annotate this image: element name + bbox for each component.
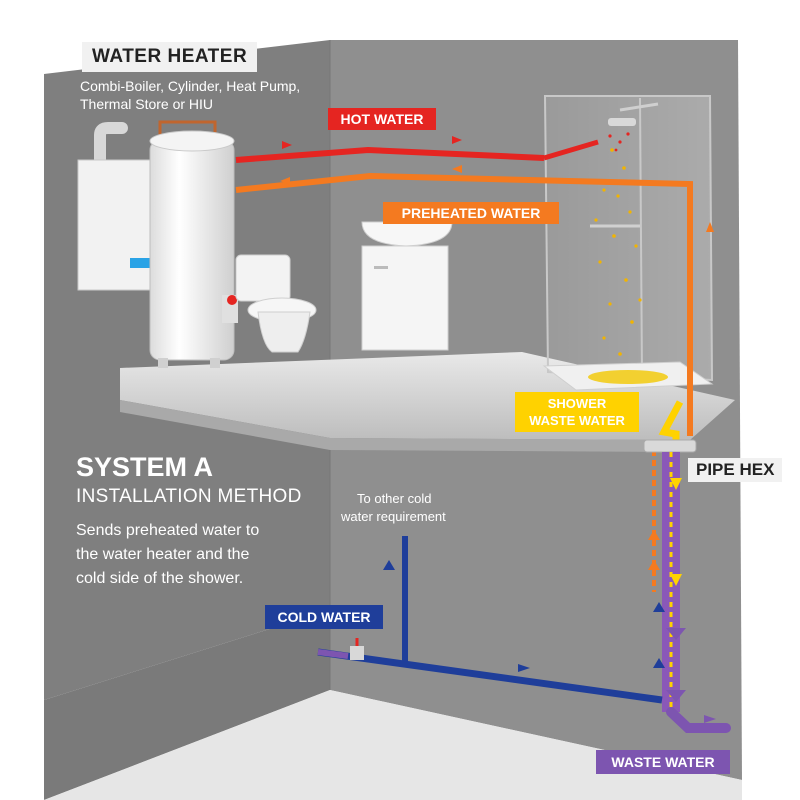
shower-waste-line1: SHOWER <box>547 396 607 411</box>
flow-arrows <box>280 136 716 723</box>
pipe-hex-label: PIPE HEX <box>688 458 783 482</box>
hot-water-rise <box>543 139 599 161</box>
other-cold-note-line2: water requirement <box>341 509 446 524</box>
cylinder-icon <box>149 120 238 368</box>
valve-icon <box>350 638 364 660</box>
other-cold-note-line1: To other cold <box>357 491 432 506</box>
waste-water-label: WASTE WATER <box>596 750 730 774</box>
shower-droplets <box>594 148 642 356</box>
left-wall-lower <box>44 610 330 800</box>
floor-base <box>44 690 742 800</box>
shower-waste-water-label: SHOWER WASTE WATER <box>515 392 639 432</box>
water-heater-subtitle-line2: Thermal Store or HIU <box>80 96 214 112</box>
heat-exchanger-icon <box>643 439 697 712</box>
basin-vanity-icon <box>361 206 453 351</box>
cold-inlet-purple <box>317 649 349 659</box>
preheated-water-pipe <box>235 172 693 436</box>
hot-water-pipe <box>235 146 545 163</box>
toilet-icon <box>235 254 317 353</box>
water-heater-subtitle-line1: Combi-Boiler, Cylinder, Heat Pump, <box>80 78 301 94</box>
shower-waste-line2: WASTE WATER <box>529 413 625 428</box>
waste-water-pipe <box>666 707 731 733</box>
cold-water-label: COLD WATER <box>265 605 383 629</box>
water-heater-title: WATER HEATER <box>82 42 258 72</box>
description-line3: cold side of the shower. <box>76 570 244 587</box>
description-line1: Sends preheated water to <box>76 522 260 539</box>
shower-enclosure-icon <box>542 95 714 391</box>
hot-water-label: HOT WATER <box>328 108 436 130</box>
preheated-water-label: PREHEATED WATER <box>383 202 559 224</box>
cold-water-main <box>317 648 663 704</box>
description-line2: the water heater and the <box>76 546 250 563</box>
hot-droplets <box>608 132 630 152</box>
system-subtitle: INSTALLATION METHOD <box>76 486 302 507</box>
system-title: SYSTEM A <box>76 452 214 482</box>
